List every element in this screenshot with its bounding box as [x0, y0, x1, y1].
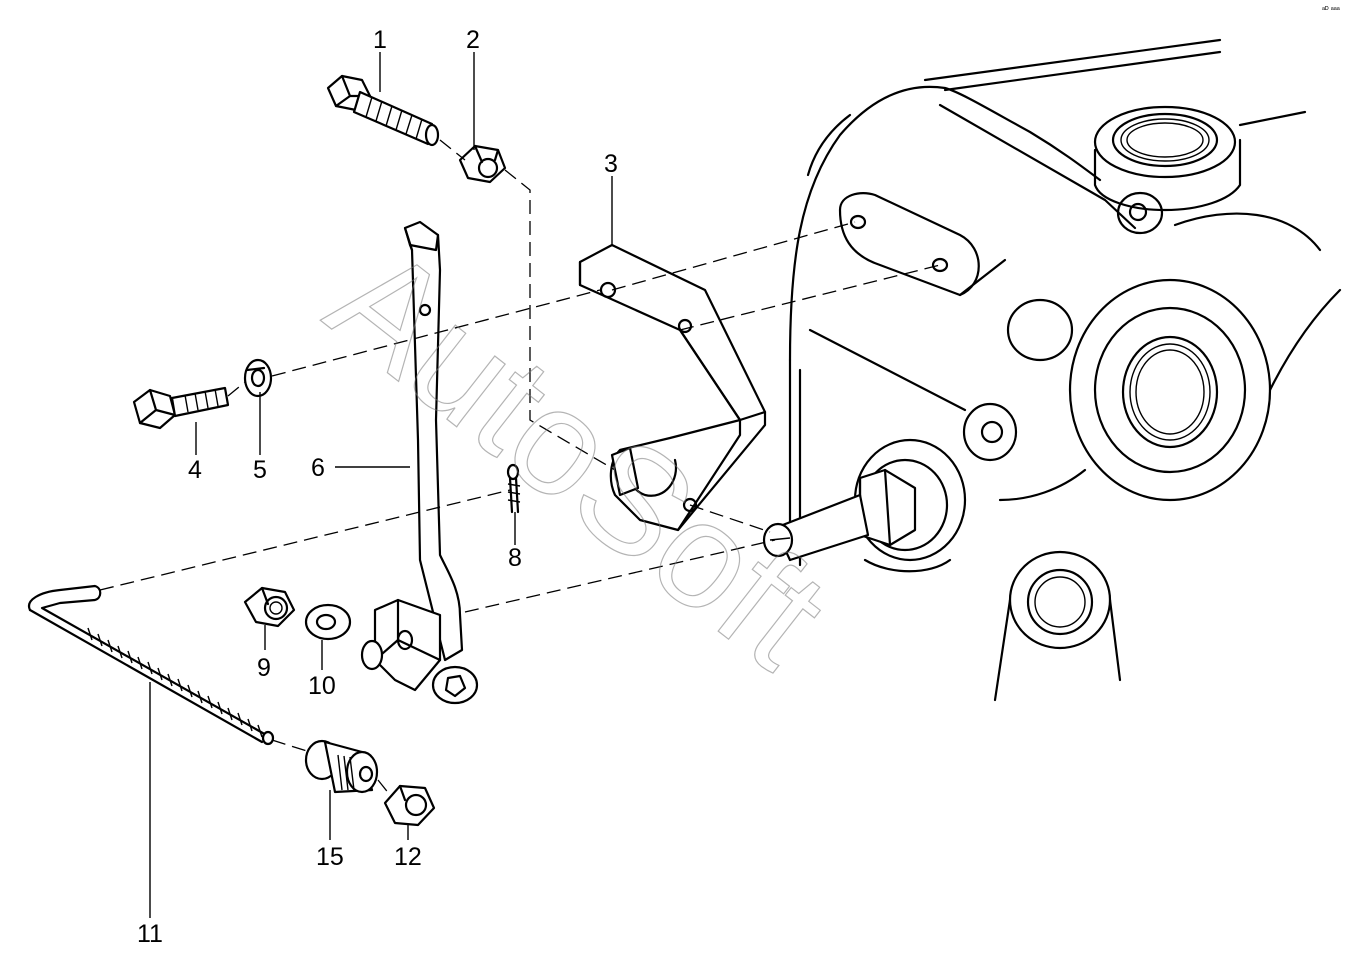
part-4-hex-bolt	[132, 386, 230, 430]
part-12-hex-nut	[383, 784, 436, 827]
label-1: 1	[373, 26, 387, 54]
label-3: 3	[604, 150, 618, 178]
label-4: 4	[188, 456, 202, 484]
label-9: 9	[257, 654, 271, 682]
part-11-threaded-rod	[27, 584, 275, 746]
part-2-hex-nut	[458, 144, 507, 184]
gearbox-housing	[762, 38, 1342, 702]
part-9-hex-nut	[243, 586, 296, 628]
label-15: 15	[316, 843, 344, 871]
label-6: 6	[311, 454, 325, 482]
part-10-flat-washer	[304, 603, 352, 641]
part-15-knurled-nut	[304, 739, 379, 794]
part-6-lever	[360, 220, 479, 705]
leader-lines	[149, 52, 613, 918]
label-8: 8	[508, 544, 522, 572]
label-5: 5	[253, 456, 267, 484]
label-10: 10	[308, 672, 336, 700]
part-8-cotter-pin	[506, 463, 521, 514]
label-11: 11	[137, 920, 163, 948]
part-labels: 1 2 3 4 5 6 8 9 10 11 12 15	[137, 26, 618, 948]
part-1-hex-bolt	[326, 74, 440, 147]
part-5-lock-washer	[243, 358, 273, 398]
corner-mark: ᵃᴰ ᵃᵃᵃ	[1322, 5, 1341, 14]
label-12: 12	[394, 843, 422, 871]
part-3-bracket	[578, 243, 767, 532]
assembly-dashed-lines	[99, 139, 941, 796]
label-2: 2	[466, 26, 480, 54]
